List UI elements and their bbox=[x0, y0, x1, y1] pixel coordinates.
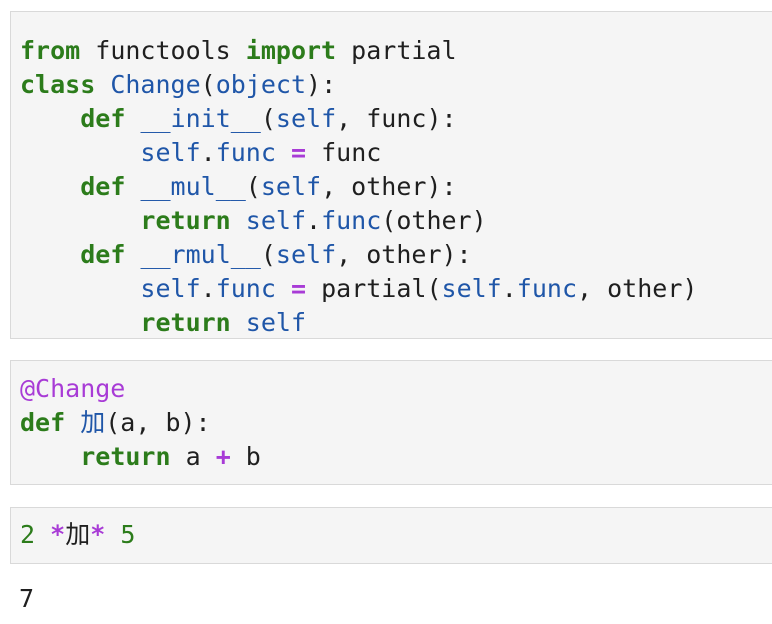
code-token: __init__ bbox=[140, 104, 261, 133]
code-token: return bbox=[140, 308, 231, 337]
code-token: def bbox=[80, 104, 126, 133]
code-editor[interactable]: 2 *加* 5 bbox=[11, 508, 772, 552]
code-line: from functools import partial bbox=[20, 36, 457, 65]
code-token: class bbox=[20, 70, 96, 99]
code-token: import bbox=[245, 36, 337, 65]
code-token bbox=[20, 308, 140, 337]
code-token: 5 bbox=[120, 520, 136, 549]
code-line: def 加(a, b): bbox=[20, 408, 211, 437]
code-token: (a, b): bbox=[105, 408, 211, 437]
code-token: + bbox=[215, 442, 231, 471]
code-token: object bbox=[215, 70, 307, 99]
code-line: return a + b bbox=[20, 442, 261, 471]
code-token: __rmul__ bbox=[140, 240, 261, 269]
code-token: Change bbox=[110, 70, 201, 99]
code-token bbox=[231, 308, 246, 337]
cell-output: 7 bbox=[19, 584, 35, 613]
code-token: * bbox=[50, 520, 66, 549]
code-token: partial bbox=[336, 36, 457, 65]
code-editor[interactable]: @Change def 加(a, b): return a + b bbox=[11, 361, 772, 474]
code-token: , other) bbox=[577, 274, 698, 303]
code-token: func bbox=[321, 206, 382, 235]
code-token: def bbox=[80, 240, 126, 269]
code-line: self.func = partial(self.func, other) bbox=[20, 274, 697, 303]
code-cell-class-definition[interactable]: from functools import partial class Chan… bbox=[10, 11, 772, 339]
code-line: 2 *加* 5 bbox=[20, 520, 135, 549]
code-token: ( bbox=[260, 240, 276, 269]
code-token: functools bbox=[80, 36, 246, 65]
code-token: , other): bbox=[336, 240, 472, 269]
code-token: (other) bbox=[381, 206, 487, 235]
code-token bbox=[105, 520, 120, 549]
code-token bbox=[276, 274, 291, 303]
code-token: . bbox=[200, 274, 216, 303]
code-token: ( bbox=[260, 104, 276, 133]
code-token: self bbox=[140, 138, 201, 167]
code-token: def bbox=[20, 408, 66, 437]
code-line: def __rmul__(self, other): bbox=[20, 240, 472, 269]
code-token: , func): bbox=[336, 104, 457, 133]
code-token: func bbox=[215, 274, 276, 303]
code-token: . bbox=[501, 274, 517, 303]
code-token: . bbox=[200, 138, 216, 167]
code-token: self bbox=[140, 274, 201, 303]
code-token: b bbox=[230, 442, 261, 471]
code-line: class Change(object): bbox=[20, 70, 336, 99]
code-token bbox=[231, 206, 246, 235]
code-token bbox=[95, 70, 110, 99]
code-token: 加 bbox=[65, 520, 91, 549]
code-token: func bbox=[215, 138, 276, 167]
code-line: @Change bbox=[20, 374, 125, 403]
code-token bbox=[276, 138, 291, 167]
code-line: self.func = func bbox=[20, 138, 381, 167]
code-token bbox=[125, 240, 140, 269]
code-token: from bbox=[20, 36, 81, 65]
code-token: __mul__ bbox=[140, 172, 246, 201]
code-token: ): bbox=[306, 70, 337, 99]
code-token bbox=[65, 408, 80, 437]
code-token: * bbox=[90, 520, 106, 549]
code-token: 2 bbox=[20, 520, 36, 549]
code-line: return self.func(other) bbox=[20, 206, 487, 235]
code-token: a bbox=[170, 442, 216, 471]
code-cell-expression[interactable]: 2 *加* 5 bbox=[10, 507, 772, 564]
code-token: = bbox=[290, 274, 307, 303]
code-token: self bbox=[245, 206, 307, 235]
code-token: func bbox=[306, 138, 382, 167]
code-token: @Change bbox=[20, 374, 126, 403]
code-token: self bbox=[441, 274, 502, 303]
code-token: self bbox=[275, 104, 337, 133]
code-token bbox=[20, 240, 80, 269]
code-token bbox=[125, 172, 140, 201]
code-token: self bbox=[245, 308, 307, 337]
code-token bbox=[20, 104, 80, 133]
code-token bbox=[20, 274, 140, 303]
code-token: return bbox=[140, 206, 231, 235]
code-token: 加 bbox=[80, 408, 106, 437]
code-token bbox=[20, 138, 140, 167]
code-token bbox=[20, 442, 80, 471]
code-line: def __mul__(self, other): bbox=[20, 172, 457, 201]
code-token: . bbox=[306, 206, 322, 235]
code-token: ( bbox=[200, 70, 216, 99]
code-token: def bbox=[80, 172, 126, 201]
code-token: return bbox=[80, 442, 171, 471]
code-token: partial( bbox=[306, 274, 442, 303]
code-token: self bbox=[275, 240, 337, 269]
code-token bbox=[125, 104, 140, 133]
code-token: ( bbox=[245, 172, 261, 201]
code-token bbox=[20, 172, 80, 201]
code-token bbox=[35, 520, 50, 549]
code-token bbox=[20, 206, 140, 235]
code-token: self bbox=[260, 172, 322, 201]
code-line: return self bbox=[20, 308, 306, 337]
code-line: def __init__(self, func): bbox=[20, 104, 457, 133]
code-token: , other): bbox=[321, 172, 457, 201]
code-token: = bbox=[290, 138, 307, 167]
code-editor[interactable]: from functools import partial class Chan… bbox=[11, 12, 772, 340]
code-token: func bbox=[516, 274, 578, 303]
code-cell-function-definition[interactable]: @Change def 加(a, b): return a + b bbox=[10, 360, 772, 485]
